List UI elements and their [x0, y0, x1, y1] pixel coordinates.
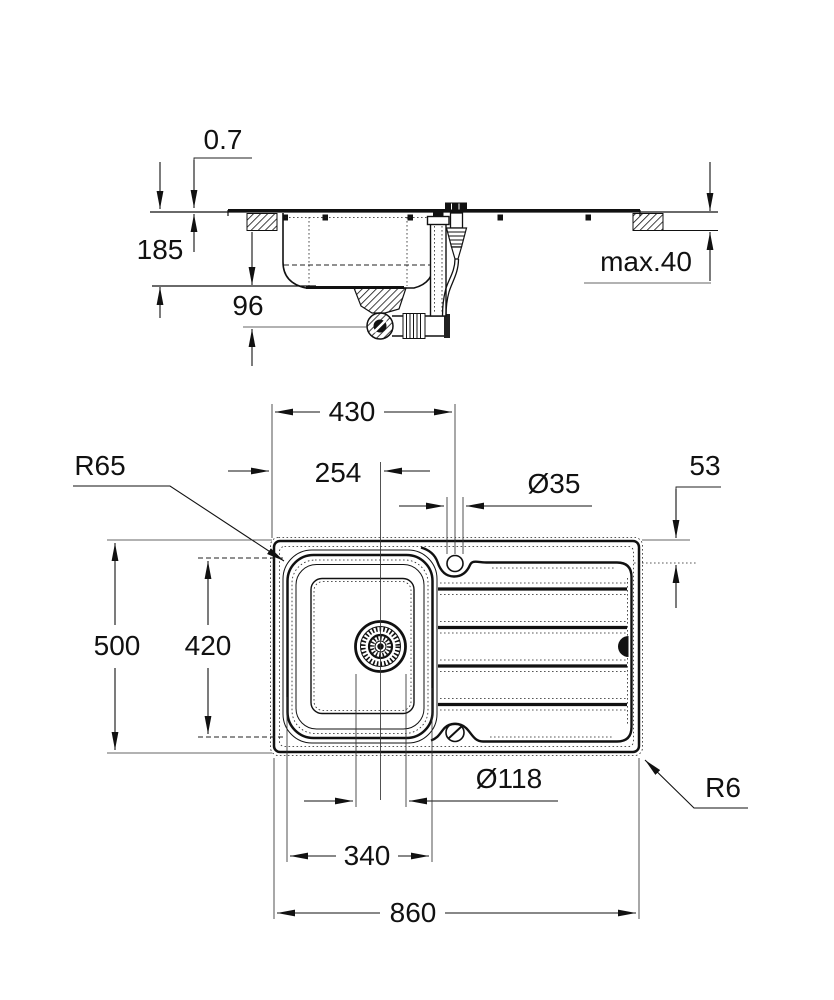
drainer-grooves — [438, 582, 627, 711]
dim-bowl-width-label: 340 — [344, 840, 391, 871]
screw-head — [445, 722, 465, 743]
countertop-cut-left — [246, 213, 278, 231]
dim-overall-depth-label: 500 — [94, 630, 141, 661]
tap-hole-plug — [445, 202, 468, 260]
sink-outer-dotted — [270, 537, 643, 756]
dim-drain-diameter-label: Ø118 — [476, 763, 542, 794]
waste-elbow — [366, 312, 394, 340]
dim-bowl-radius-label: R65 — [74, 450, 125, 481]
dim-ledge-depth-label: 53 — [689, 450, 720, 481]
sink-outer-edge — [272, 539, 641, 754]
dim-outer-radius-label: R6 — [705, 772, 741, 803]
tap-hole — [446, 554, 464, 573]
section-view — [150, 202, 718, 340]
overflow-mark — [618, 636, 629, 657]
bowl-plan — [282, 549, 438, 744]
overflow-standpipe — [426, 210, 450, 317]
dim-tap-hole-diameter-label: Ø35 — [528, 468, 581, 499]
dimensions: 0.7 185 96 max.40 430 254 R65 — [73, 124, 748, 928]
dim-bowl-depth-label: 185 — [137, 234, 184, 265]
bowl-section-outline — [282, 213, 435, 289]
plan-view — [270, 537, 643, 756]
dim-overall-width-label: 860 — [390, 897, 437, 928]
countertop-cut-right — [632, 213, 664, 231]
dim-countertop-thickness-label: max.40 — [600, 246, 692, 277]
waste-pipe — [392, 313, 450, 339]
dim-sheet-thickness-label: 0.7 — [204, 124, 243, 155]
sink-inner-rim-dotted — [279, 546, 634, 747]
drain-funnel — [353, 287, 407, 314]
dim-drain-center-label: 254 — [315, 457, 362, 488]
overflow-hose — [441, 258, 460, 317]
dim-outlet-offset-label: 96 — [232, 290, 263, 321]
dim-bowl-length-label: 420 — [185, 630, 232, 661]
dim-tap-center-label: 430 — [329, 396, 376, 427]
drainer-outline — [420, 546, 633, 743]
